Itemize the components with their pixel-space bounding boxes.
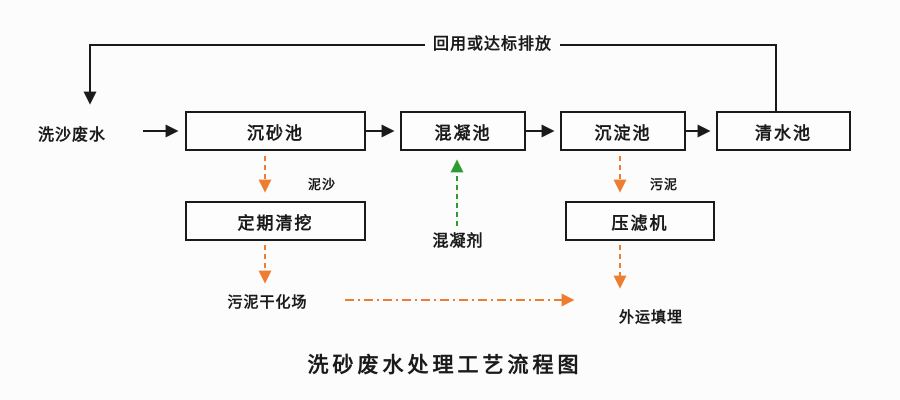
- box-periodic-dredging-label: 定期清挖: [237, 213, 314, 233]
- box-sedimentation-tank-label: 沉淀池: [594, 123, 652, 143]
- sediment-label: 泥沙: [307, 177, 336, 192]
- box-coagulation-tank: 混凝池: [400, 111, 526, 151]
- source-label: 洗沙废水: [37, 127, 106, 144]
- sludge-label: 污泥: [649, 177, 678, 192]
- box-filter-press-label: 压滤机: [611, 213, 669, 233]
- coagulant-label: 混凝剂: [432, 233, 484, 250]
- box-clear-water-tank-label: 清水池: [755, 123, 812, 143]
- diagram-title: 洗砂废水处理工艺流程图: [307, 354, 583, 377]
- box-grit-chamber-label: 沉砂池: [247, 123, 304, 143]
- box-clear-water-tank: 清水池: [716, 111, 851, 151]
- offsite-landfill-label: 外运填埋: [618, 309, 683, 326]
- box-sedimentation-tank: 沉淀池: [560, 111, 686, 151]
- sludge-drying-field-label: 污泥干化场: [227, 294, 308, 311]
- box-grit-chamber: 沉砂池: [185, 111, 366, 151]
- box-coagulation-tank-label: 混凝池: [434, 123, 492, 143]
- box-periodic-dredging: 定期清挖: [185, 201, 366, 241]
- recycle-label: 回用或达标排放: [425, 34, 561, 56]
- box-filter-press: 压滤机: [565, 201, 715, 241]
